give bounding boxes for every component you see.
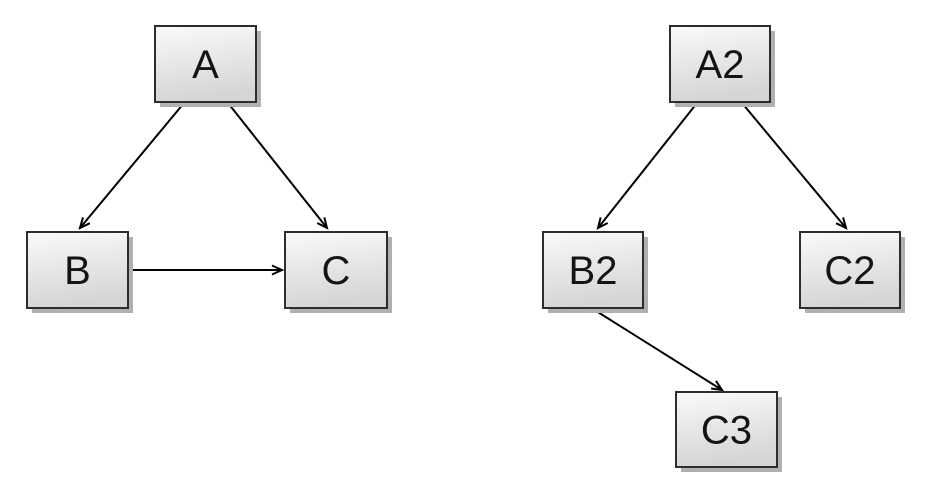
node-A: A: [154, 25, 261, 107]
node-C2: C2: [799, 231, 905, 313]
node-box-A: [154, 25, 257, 103]
node-label-C2: C2: [824, 249, 875, 293]
node-label-A2: A2: [696, 43, 745, 87]
edge-A2-B2: [596, 102, 698, 230]
node-label-C3: C3: [701, 409, 752, 453]
node-label-B: B: [64, 249, 91, 293]
node-A2: A2: [669, 25, 775, 107]
edge-A-C: [227, 102, 329, 230]
node-box-C3: [675, 391, 778, 468]
node-box-A2: [669, 25, 771, 103]
node-box-B2: [542, 231, 644, 309]
node-label-A: A: [192, 43, 219, 87]
node-box-C: [284, 231, 388, 309]
edge-B2-C3: [592, 308, 725, 392]
node-label-C: C: [322, 249, 351, 293]
node-C: C: [284, 231, 392, 313]
edge-A2-C2: [741, 102, 848, 230]
edge-A-B: [78, 102, 185, 230]
node-label-B2: B2: [569, 249, 618, 293]
node-box-B: [26, 231, 129, 309]
node-B2: B2: [542, 231, 648, 313]
edges-layer: [78, 102, 848, 392]
node-box-C2: [799, 231, 901, 309]
node-B: B: [26, 231, 133, 313]
node-C3: C3: [675, 391, 782, 472]
